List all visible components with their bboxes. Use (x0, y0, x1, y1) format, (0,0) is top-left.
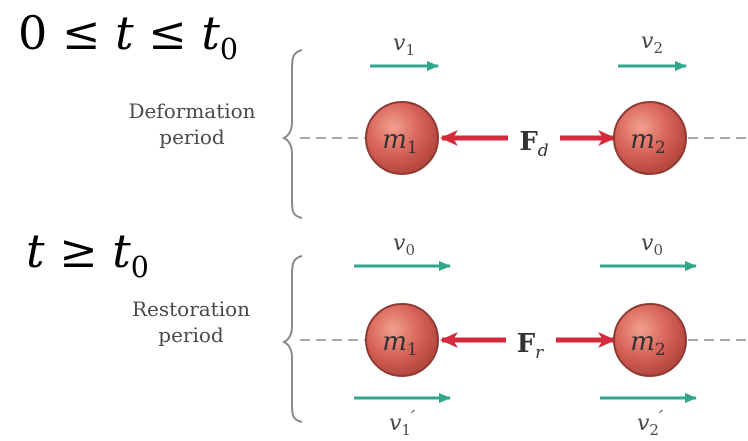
deformation-period-label: Deformation period (92, 98, 292, 150)
v2-prime-label: v2′ (637, 407, 663, 439)
ball-m2-restoration (613, 303, 687, 377)
restoration-label-line2: period (158, 323, 224, 347)
deformation-label-line1: Deformation (128, 99, 256, 123)
force-d-label: Fd (519, 127, 548, 161)
restoration-condition: t ≥ t0 (26, 224, 149, 284)
v0-left-label: v0 (393, 231, 415, 259)
force-r-label: Fr (517, 329, 544, 363)
m2-label: m2 (630, 125, 665, 158)
ball-m1 (365, 101, 439, 175)
ball-m1-restoration (365, 303, 439, 377)
restoration-brace (281, 255, 303, 423)
v0-right-label: v0 (641, 231, 663, 259)
ball-m2 (613, 101, 687, 175)
m1-restoration-label: m1 (382, 327, 417, 360)
deformation-brace (281, 49, 303, 219)
deformation-condition: 0 ≤ t ≤ t0 (18, 6, 239, 66)
m2-restoration-label: m2 (630, 327, 665, 360)
v2-label: v2 (641, 29, 663, 57)
restoration-period-label: Restoration period (96, 296, 286, 348)
deformation-label-line2: period (159, 125, 225, 149)
m1-label: m1 (382, 125, 417, 158)
v1-label: v1 (393, 31, 415, 59)
restoration-label-line1: Restoration (131, 297, 251, 321)
v1-prime-label: v1′ (389, 407, 415, 439)
